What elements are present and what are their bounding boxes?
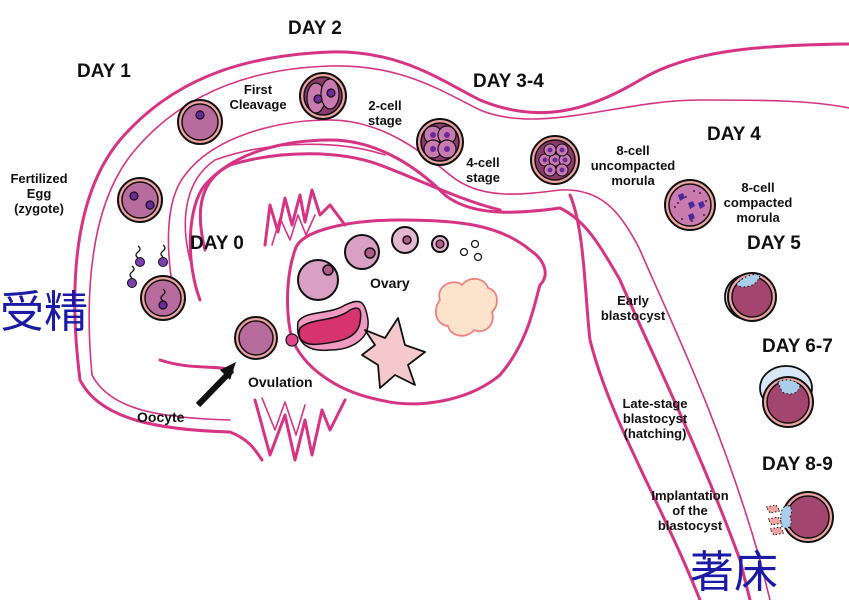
ovary-label: Ovary: [370, 275, 410, 291]
oocyte-label: Oocyte: [137, 409, 185, 425]
ruptured-follicle-inner: [298, 307, 362, 346]
day-1-label: DAY 1: [77, 61, 131, 82]
follicle-secondary: [344, 234, 380, 270]
first-cleavage-label: First Cleavage: [229, 82, 287, 112]
fimbriae: [253, 188, 347, 462]
implanting-blastocyst: [765, 491, 834, 543]
fallopian-tube: [73, 42, 849, 600]
ampulla-inner-wall: [198, 152, 502, 252]
tube-inner-lining: [167, 119, 771, 600]
zygote-cell: [117, 177, 163, 223]
day-3-4-label: DAY 3-4: [473, 71, 544, 92]
day-0-label: DAY 0: [190, 233, 244, 254]
hatching-blastocyst: [759, 365, 814, 428]
day-4-label: DAY 4: [707, 124, 761, 145]
two-cell-stage-label: 2-cell stage: [368, 98, 402, 128]
eight-cell-uncompacted-label: 8-cell uncompacted morula: [590, 143, 676, 188]
released-oocyte: [285, 333, 299, 347]
sperm: [158, 257, 168, 267]
tube-outer-wall: [73, 42, 849, 382]
oocyte-arrow: [195, 362, 236, 408]
four-cell-embryo: [416, 118, 464, 166]
two-cell-embryo: [299, 72, 347, 120]
fertilization-cjk-label: 受精: [0, 287, 88, 338]
ovary-outline: [286, 218, 547, 406]
fertilization-cell: [140, 275, 186, 321]
ovulation-label: Ovulation: [248, 374, 313, 390]
day-2-label: DAY 2: [288, 18, 342, 39]
tube-lower-wall: [78, 378, 264, 462]
sperm: [127, 278, 137, 288]
early-blastocyst: [724, 272, 777, 322]
tube-outer-lining: [88, 65, 849, 376]
fimbriae-upper: [263, 188, 347, 247]
sperm-group: [127, 244, 168, 288]
eight-cell-compacted-morula: [664, 179, 716, 231]
fimbriae-lower: [253, 398, 347, 462]
four-cell-stage-label: 4-cell stage: [466, 155, 500, 185]
early-blastocyst-label: Early blastocyst: [600, 293, 666, 323]
implantation-label: Implantation of the blastocyst: [651, 488, 729, 533]
fimbriae-upper-inner: [271, 214, 316, 246]
day-5-label: DAY 5: [747, 233, 801, 254]
eight-cell-uncompacted-morula: [530, 135, 580, 185]
follicle-oocyte: [322, 264, 334, 276]
ovary: [285, 218, 547, 406]
corpus-albicans: [361, 317, 426, 389]
fertilized-egg-label: Fertilized Egg (zygote): [10, 171, 68, 216]
first-cleavage-cell: [177, 99, 223, 145]
eight-cell-compacted-label: 8-cell compacted morula: [723, 180, 793, 225]
day-6-7-label: DAY 6-7: [762, 336, 833, 357]
ampulla-inner-lining: [184, 143, 386, 261]
corpus-luteum: [434, 278, 498, 337]
tube-inner-wall: [188, 138, 752, 600]
fimbriae-lower-inner: [261, 397, 306, 436]
tube-lower-lining: [91, 374, 231, 421]
implantation-cjk-label: 著床: [690, 547, 778, 598]
day-8-9-label: DAY 8-9: [762, 454, 833, 475]
tube-bottom-wall: [158, 358, 234, 372]
sperm: [135, 257, 145, 267]
late-blastocyst-label: Late-stage blastocyst (hatching): [622, 396, 688, 441]
oocyte: [234, 316, 278, 360]
uterine-wall: [568, 193, 702, 600]
